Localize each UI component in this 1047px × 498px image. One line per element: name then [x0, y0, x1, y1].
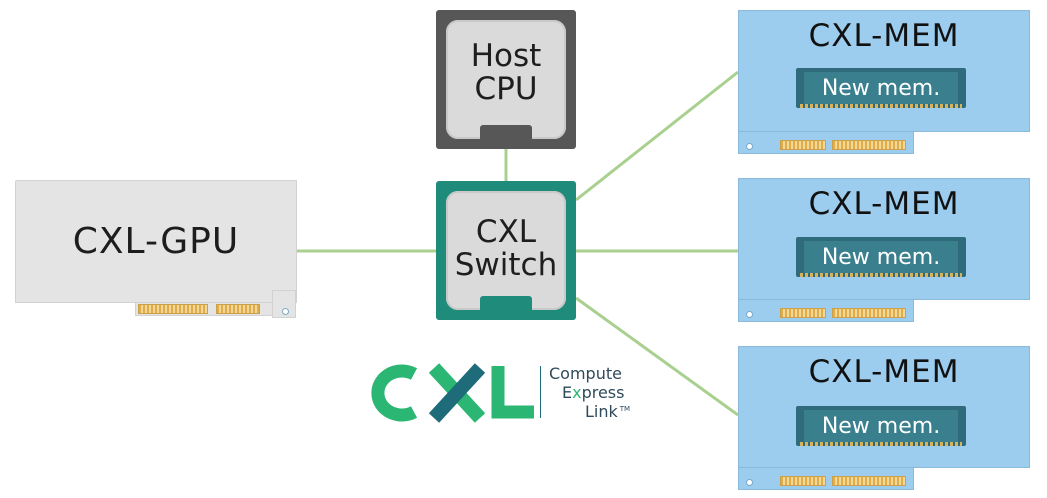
mem-pins-short: [780, 308, 826, 318]
memory-module-label: New mem.: [821, 75, 941, 101]
switch-die: [446, 191, 566, 310]
memory-module-face: [804, 410, 958, 442]
switch-label-line2: Switch: [454, 247, 558, 283]
gpu-bracket-hole: [282, 308, 289, 315]
mem-card-hole: [746, 311, 753, 318]
logo-line-compute: Compute: [549, 364, 622, 383]
mem-pins-long: [832, 308, 906, 318]
switch-label-line1: CXL: [475, 213, 537, 250]
switch-notch: [480, 296, 532, 312]
cxl-logo-divider: [540, 366, 541, 418]
mem-card-title: CXL-MEM: [808, 186, 960, 222]
cpu-label-line2: CPU: [474, 71, 538, 107]
cxl-logo-mark: [371, 363, 534, 423]
mem-pins-long: [832, 476, 906, 486]
gpu-pins-long: [138, 304, 208, 314]
memory-module-pins: [800, 104, 962, 108]
mem-card-hole: [746, 479, 753, 486]
logo-express-suffix: press: [581, 383, 625, 402]
mem-card-title: CXL-MEM: [808, 354, 960, 390]
logo-express-accent: x: [572, 383, 582, 402]
mem-pins-short: [780, 140, 826, 150]
memory-module-label: New mem.: [821, 244, 941, 270]
cpu-label: Host CPU: [446, 28, 566, 118]
memory-module-label: New mem.: [821, 413, 941, 439]
mem-pins-long: [832, 140, 906, 150]
memory-module-pins: [800, 273, 962, 277]
logo-express-prefix: E: [562, 383, 573, 402]
gpu-card-body: [15, 180, 297, 303]
mem-card-title: CXL-MEM: [808, 18, 960, 54]
memory-module-face: [804, 241, 958, 273]
logo-link-text: Link: [585, 402, 618, 421]
gpu-label: CXL-GPU: [72, 221, 240, 262]
memory-module-pins: [800, 442, 962, 446]
logo-trademark: TM: [619, 404, 631, 413]
gpu-pins-short: [216, 304, 260, 314]
cpu-label-line1: Host: [470, 37, 542, 74]
link-switch-mem-1: [575, 70, 739, 202]
mem-card-hole: [746, 143, 753, 150]
cpu-notch: [480, 125, 532, 141]
cpu-die: [446, 20, 566, 139]
memory-module-face: [804, 72, 958, 104]
mem-pins-short: [780, 476, 826, 486]
switch-label: CXL Switch: [446, 200, 566, 298]
link-switch-mem-3: [575, 296, 739, 417]
logo-line-express: Express: [562, 385, 624, 401]
